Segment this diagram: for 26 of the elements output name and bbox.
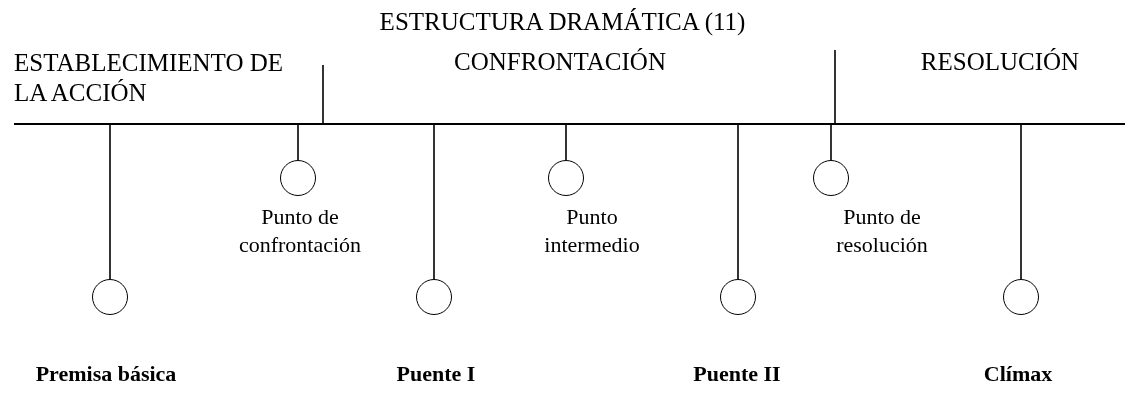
plot-point-circle [720, 279, 756, 315]
plot-point-label: Punto de confrontación [237, 203, 363, 259]
connector-line [297, 124, 299, 161]
section-heading: RESOLUCIÓN [919, 47, 1081, 77]
section-heading: ESTABLECIMIENTO DE LA ACCIÓN [14, 48, 285, 108]
connector-line [1020, 124, 1022, 280]
milestone-label: Clímax [982, 360, 1054, 388]
plot-point-circle [548, 160, 584, 196]
connector-line [830, 124, 832, 161]
plot-point-circle [1003, 279, 1039, 315]
connector-line [433, 124, 435, 280]
plot-point-circle [280, 160, 316, 196]
plot-point-circle [92, 279, 128, 315]
plot-point-circle [813, 160, 849, 196]
milestone-label: Premisa básica [34, 360, 178, 388]
plot-point-label: Punto intermedio [543, 203, 641, 259]
connector-line [565, 124, 567, 161]
milestone-label: Puente I [395, 360, 477, 388]
section-heading: CONFRONTACIÓN [453, 47, 667, 77]
diagram-title: ESTRUCTURA DRAMÁTICA (11) [378, 8, 747, 36]
timeline-line [14, 123, 1125, 125]
connector-line [737, 124, 739, 280]
plot-point-circle [416, 279, 452, 315]
plot-point-label: Punto de resolución [835, 203, 929, 259]
milestone-label: Puente II [692, 360, 782, 388]
connector-line [109, 124, 111, 280]
